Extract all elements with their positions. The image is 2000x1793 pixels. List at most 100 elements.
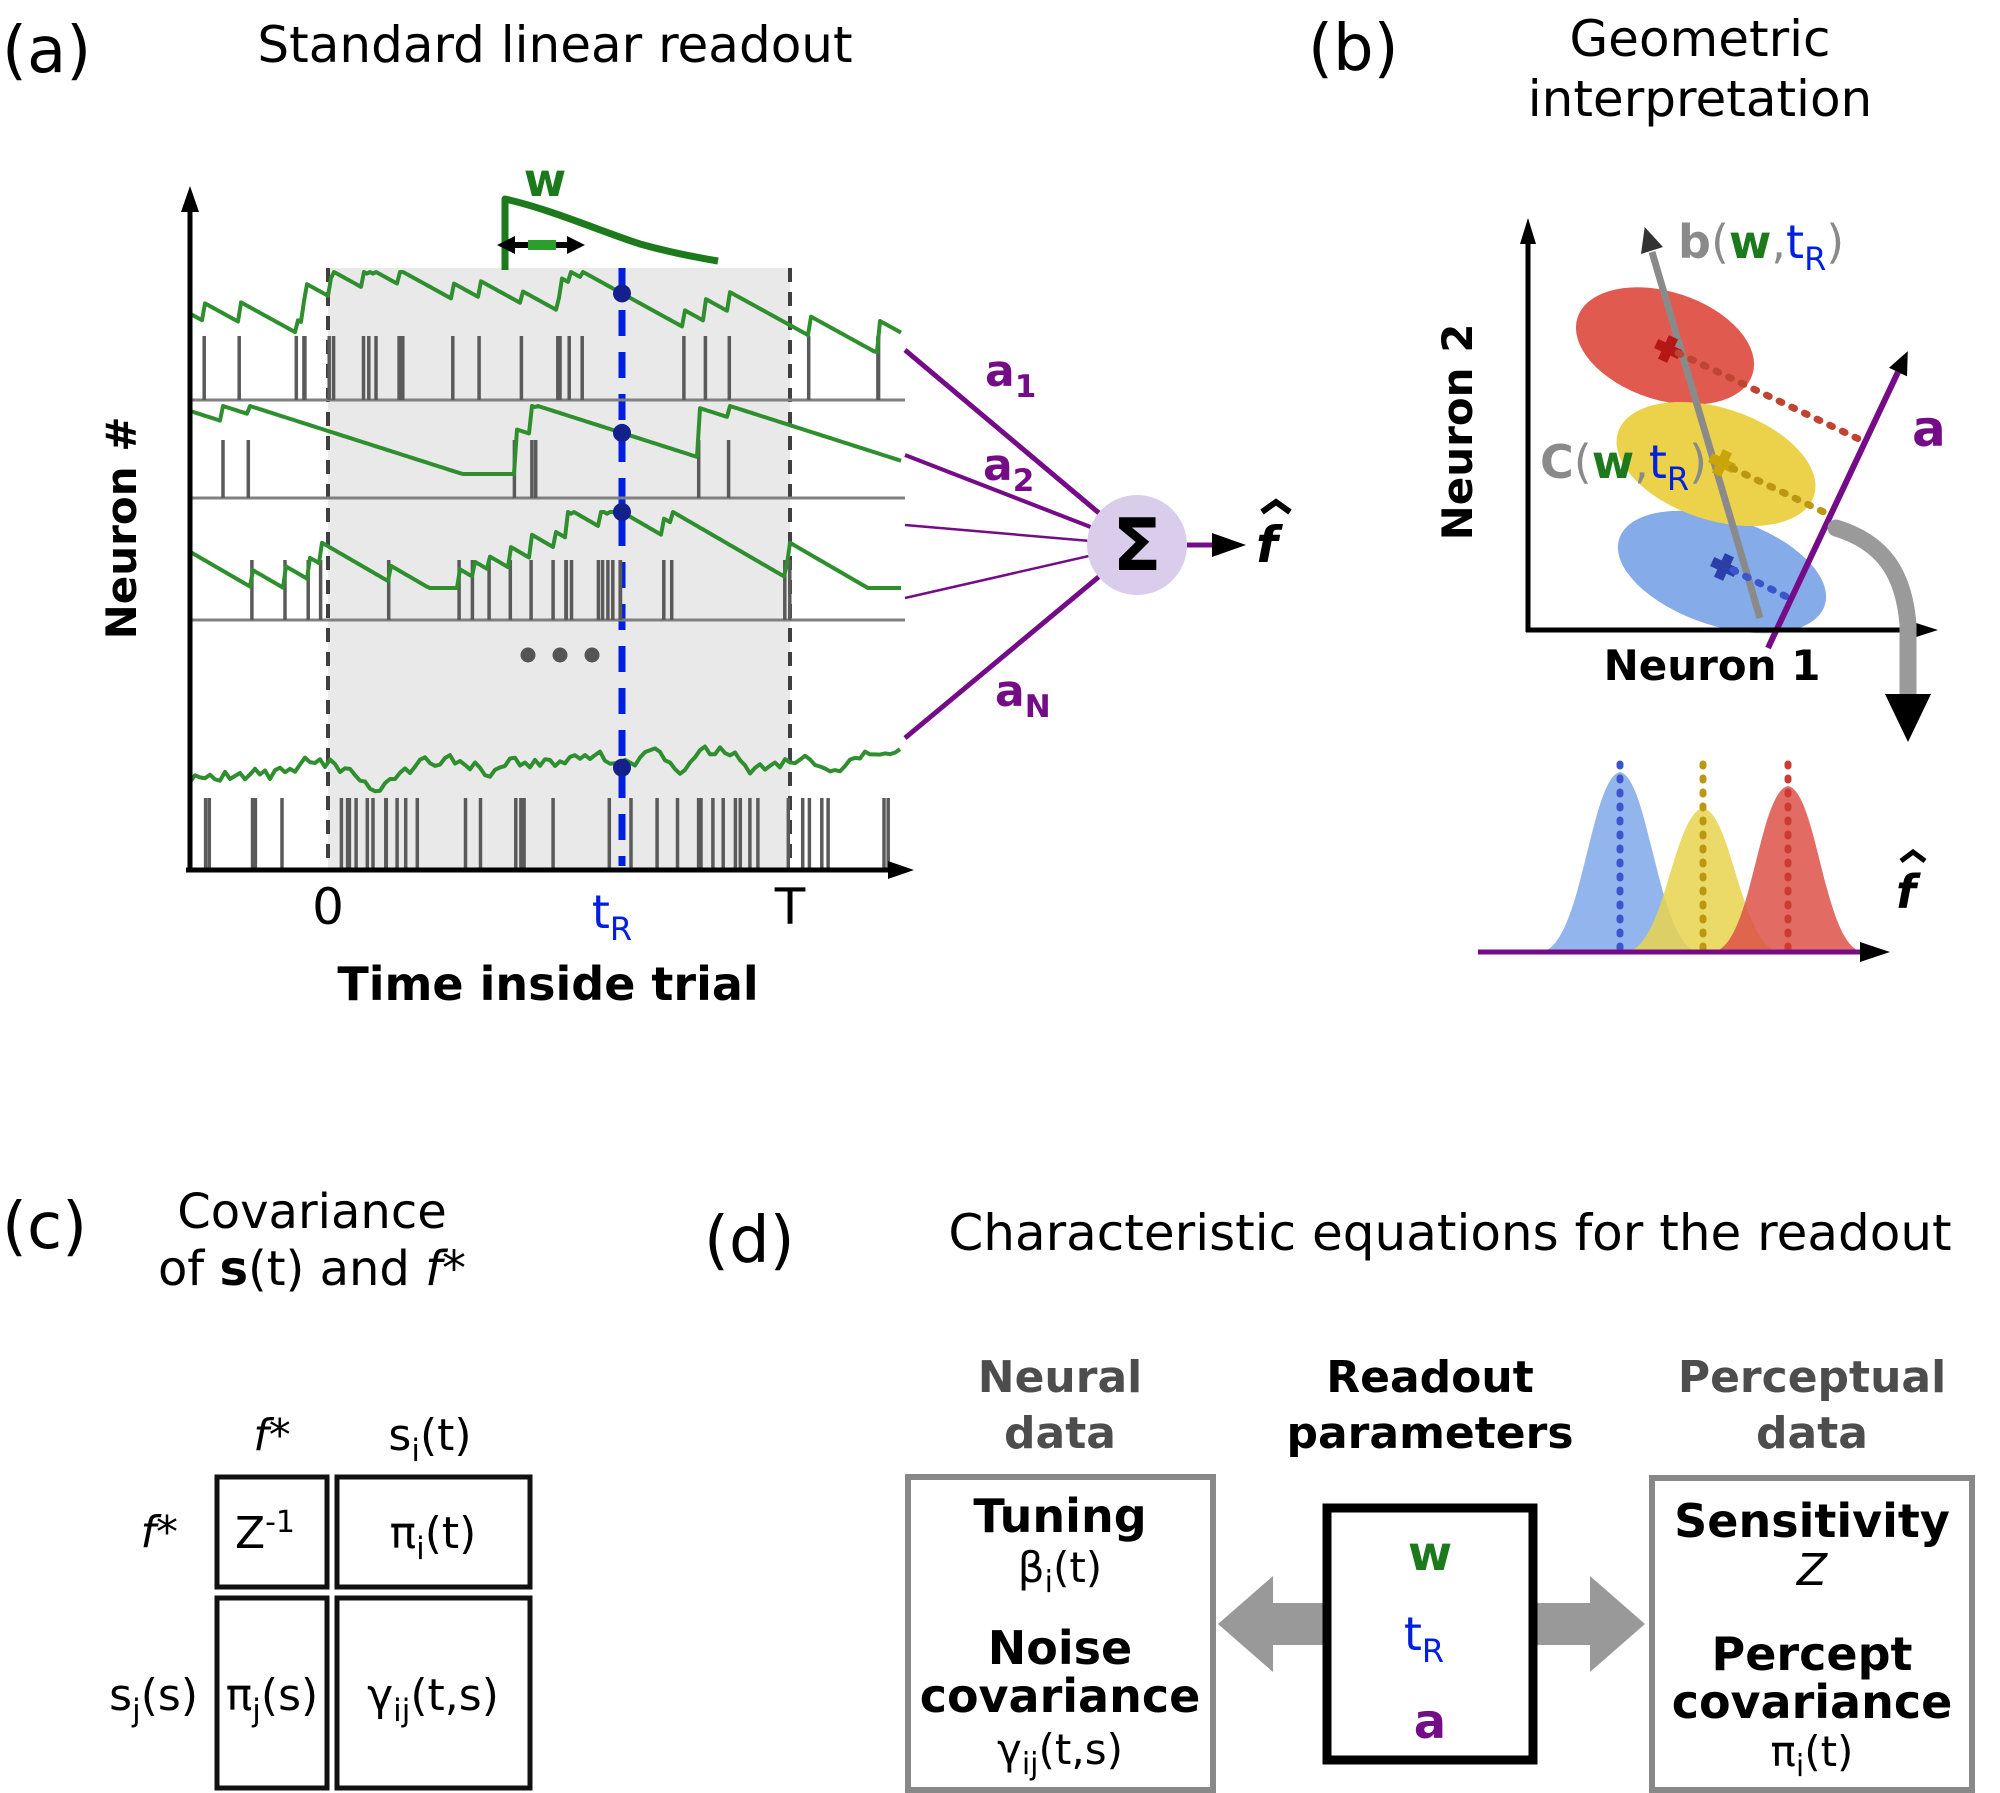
a1-sub: 1 [1015, 369, 1037, 405]
readout-sample-dot [613, 503, 631, 521]
weight-label-a2: a2 [983, 440, 1034, 499]
pi-i-base: π [390, 1508, 417, 1559]
c-lp: ( [1574, 435, 1592, 489]
pi-i-post: (t) [425, 1508, 477, 1559]
b-t-sub: R [1804, 240, 1826, 278]
c-title-p1: of [158, 1241, 220, 1297]
f-hat-base: f [1256, 516, 1283, 574]
synaptic-trace [188, 510, 901, 590]
panel-c-title-line1: Covariance [177, 1184, 447, 1240]
panel-b-title-line2: interpretation [1528, 70, 1872, 128]
neuron-row-4 [188, 744, 902, 868]
d-pi-sub: i [1796, 1749, 1804, 1784]
pi-j-sub: j [251, 1693, 261, 1729]
output-estimate-label: f [1256, 498, 1292, 574]
projection-flow-arrow-icon [1885, 694, 1931, 742]
row-header-fstar: f* [141, 1507, 179, 1558]
panel-b-ylabel: Neuron 2 [1433, 324, 1482, 541]
panel-a-ylabel: Neuron # [97, 417, 146, 640]
spike-train [203, 798, 890, 868]
c-w: w [1592, 435, 1635, 489]
kernel-width-arrow-left-icon [497, 236, 515, 254]
cell-box-z [214, 1474, 330, 1590]
noise-label-line1: Noise [988, 1621, 1132, 1675]
tuning-formula: βi(t) [1018, 1543, 1102, 1600]
tick-T: T [774, 878, 806, 936]
b-comma: , [1771, 215, 1786, 269]
pi-j-post: (s) [261, 1670, 318, 1721]
panel-d: (d) Characteristic equations for the rea… [704, 1204, 1975, 1793]
cell-z: Z-1 [235, 1505, 295, 1559]
panel-b-title-line1: Geometric [1569, 10, 1830, 68]
param-t-sub: R [1422, 1632, 1444, 1670]
b-name: b [1678, 215, 1711, 269]
aN-base: a [995, 666, 1025, 717]
pi-i-sub: i [416, 1531, 425, 1567]
beta-sub: i [1045, 1565, 1053, 1600]
d-gamma-post: (t,s) [1039, 1725, 1123, 1774]
tick-readout-time: tR [592, 885, 632, 948]
sum-node [1087, 495, 1187, 595]
c-title-p2: s [219, 1241, 248, 1297]
b-t: t [1786, 215, 1804, 269]
gamma-post: (t,s) [410, 1670, 499, 1721]
weight-line-aN [903, 543, 1139, 740]
a-vector-label: a [1912, 400, 1946, 458]
beta-post: (t) [1053, 1543, 1102, 1592]
param-t-base: t [1404, 1607, 1422, 1661]
readout-sample-dot [613, 284, 631, 303]
panel-a-tag: (a) [2, 14, 91, 88]
kernel-width-arrow-right-icon [567, 236, 585, 254]
weight-label-aN: aN [995, 666, 1051, 725]
col1-star: * [269, 1410, 291, 1461]
c-title-p5: * [442, 1241, 466, 1297]
x-axis-arrow-icon [888, 861, 914, 879]
cell-box-pi-i [334, 1474, 533, 1590]
cell-box-pi-j [214, 1595, 330, 1791]
d-pi-base: π [1771, 1727, 1796, 1776]
param-w: w [1408, 1526, 1452, 1582]
arrow-to-neural-icon [1218, 1576, 1327, 1672]
row2-s: s [109, 1670, 132, 1721]
panel-a: (a) Standard linear readout [2, 14, 1292, 1011]
b-vector-arrow-icon [1641, 227, 1663, 254]
param-tR: tR [1404, 1607, 1444, 1670]
f-hat-icon [1260, 498, 1292, 515]
arrow-to-perceptual-icon [1533, 1576, 1645, 1672]
row1-star: * [156, 1507, 178, 1558]
percept-label-line1: Percept [1712, 1627, 1913, 1681]
noise-label-line2: covariance [920, 1669, 1201, 1723]
cell-pi-j: πj(s) [226, 1670, 318, 1729]
readout-params-header-line2: parameters [1286, 1408, 1573, 1459]
f-hat-dist-label: f [1896, 865, 1921, 919]
synaptic-trace [188, 744, 902, 794]
panel-a-xlabel: Time inside trial [337, 957, 758, 1011]
weight-line-a1 [903, 348, 1139, 547]
readout-sample-dot [613, 758, 631, 777]
panel-c: (c) Covariance of s(t) and f* f* si(t) f… [2, 1184, 533, 1791]
synaptic-trace [189, 404, 902, 476]
tick-t-base: t [592, 885, 610, 939]
readout-params-header-line1: Readout [1326, 1352, 1534, 1403]
c-title-p3: (t) and [248, 1241, 425, 1297]
panel-b: (b) Geometric interpretation a b(w,tR) [1308, 10, 1946, 962]
projection-flow-arrow-shaft [1827, 519, 1917, 705]
b-w: w [1729, 215, 1772, 269]
projection-dotted-blue [1729, 566, 1795, 603]
gamma-base: γ [367, 1670, 393, 1721]
panel-b-tag: (b) [1308, 12, 1399, 86]
percept-formula: πi(t) [1771, 1727, 1854, 1784]
c-rp: ) [1689, 435, 1707, 489]
readout-sample-dot [613, 423, 631, 442]
a1-base: a [985, 346, 1015, 397]
row2-post: (s) [141, 1670, 198, 1721]
d-gamma-sub: ij [1022, 1747, 1039, 1782]
cell-pi-i: πi(t) [390, 1508, 477, 1567]
f-hat-dist-icon [1899, 848, 1927, 863]
neural-data-box [905, 1474, 1216, 1793]
panel-b-xlabel: Neuron 1 [1604, 641, 1821, 690]
param-a: a [1414, 1694, 1446, 1750]
neuron-row-2 [189, 404, 902, 498]
readout-distributions: f [1478, 752, 1927, 962]
